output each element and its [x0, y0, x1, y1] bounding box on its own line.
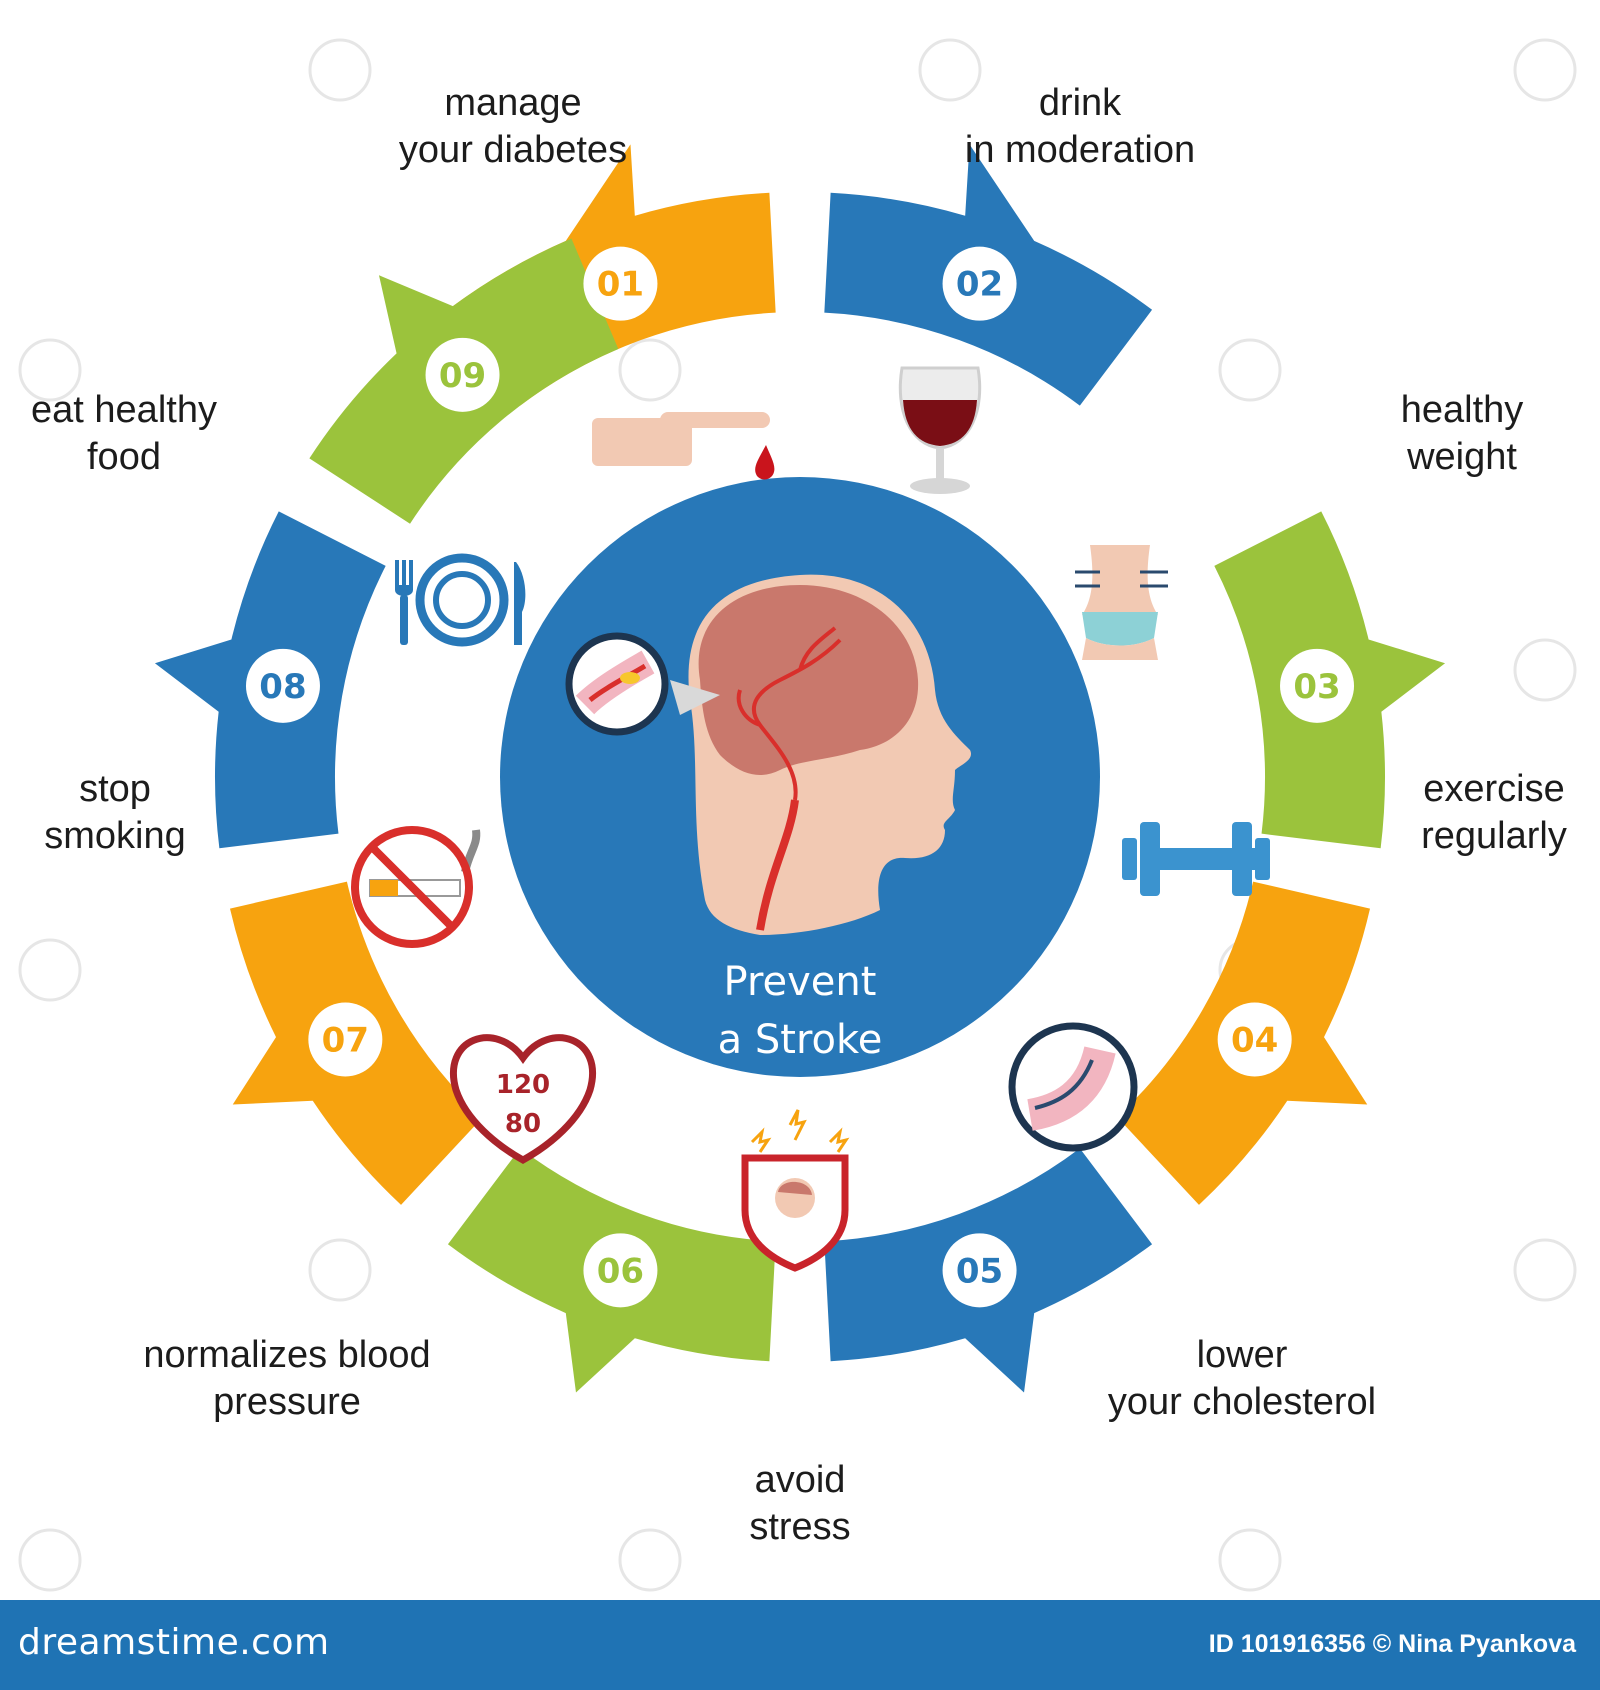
step-03-label-line-2: weight	[1407, 436, 1517, 478]
stress-shield-icon	[741, 1109, 850, 1272]
step-06-label-line-1: avoid	[754, 1459, 846, 1501]
step-02-label-line-1: drink	[1038, 82, 1122, 124]
step-05-label-line-1: lower	[1196, 1334, 1288, 1376]
step-02-caption: drink in moderation	[965, 80, 1195, 174]
slim-waist-icon	[1075, 545, 1168, 660]
step-02-number: 02	[956, 265, 1003, 305]
step-09-label-line-1: eat healthy	[31, 389, 217, 431]
blood-pressure-heart-icon: 120 80	[450, 1034, 596, 1165]
step-07-caption: normalizes blood pressure	[143, 1332, 430, 1426]
step-01-badge	[583, 246, 658, 321]
step-03-label-line-1: healthy	[1400, 389, 1524, 431]
step-05-label-line-2: your cholesterol	[1107, 1381, 1377, 1423]
step-02-label-line-2: in moderation	[964, 129, 1196, 171]
step-09-badge	[425, 337, 500, 412]
dumbbell-icon	[1122, 822, 1270, 896]
step-01-label-line-2: your diabetes	[398, 129, 628, 171]
step-08-badge	[245, 648, 320, 723]
systolic-value: 120	[496, 1070, 550, 1100]
step-09-number: 09	[439, 356, 486, 396]
finger-prick-blood-drop-icon	[592, 412, 775, 480]
step-03-number: 03	[1293, 667, 1340, 707]
step-03-caption: healthy weight	[1401, 387, 1524, 481]
step-01-number: 01	[597, 265, 644, 305]
center-title-line-1: Prevent	[724, 959, 877, 1005]
step-07-label-line-1: normalizes blood	[143, 1334, 431, 1376]
step-04-label-line-1: exercise	[1423, 768, 1565, 810]
clear-artery-icon	[1008, 1022, 1138, 1152]
plate-cutlery-icon	[395, 553, 526, 647]
no-smoking-icon	[351, 826, 481, 948]
wine-glass-icon	[898, 366, 982, 494]
step-badges: 01 02 03 04 05 06 07 08 09	[245, 246, 1355, 1308]
center-title-line-2: a Stroke	[718, 1017, 883, 1063]
step-03-badge	[1280, 648, 1355, 723]
step-09-label-line-2: food	[87, 436, 161, 478]
step-08-number: 08	[259, 667, 306, 707]
diastolic-value: 80	[505, 1109, 541, 1139]
step-08-label-line-1: stop	[79, 768, 151, 810]
step-04-badge	[1217, 1002, 1292, 1077]
footer-logo: dreamstime.com	[18, 1622, 330, 1663]
step-09-caption: eat healthy food	[31, 387, 217, 481]
step-07-label-line-2: pressure	[213, 1381, 361, 1423]
step-05-number: 05	[956, 1251, 1003, 1291]
step-08-caption: stop smoking	[44, 766, 186, 860]
step-02-badge	[942, 246, 1017, 321]
step-05-badge	[942, 1233, 1017, 1308]
step-04-caption: exercise regularly	[1421, 766, 1567, 860]
footer-image-credit: ID 101916356 © Nina Pyankova	[1208, 1630, 1576, 1658]
step-08-label-line-2: smoking	[44, 815, 186, 857]
artery-magnifier-icon	[565, 632, 720, 736]
step-01-caption: manage your diabetes	[399, 80, 627, 174]
step-04-number: 04	[1231, 1021, 1278, 1061]
step-01-label-line-1: manage	[444, 82, 582, 124]
step-06-badge	[583, 1233, 658, 1308]
step-06-caption: avoid stress	[749, 1457, 850, 1551]
step-07-number: 07	[322, 1021, 369, 1061]
footer-bar: dreamstime.com ID 101916356 © Nina Pyank…	[0, 1600, 1600, 1690]
step-06-label-line-2: stress	[749, 1506, 851, 1548]
step-05-caption: lower your cholesterol	[1108, 1332, 1376, 1426]
step-07-badge	[308, 1002, 383, 1077]
step-04-label-line-2: regularly	[1421, 815, 1567, 857]
head-brain-icon	[688, 574, 972, 935]
step-06-number: 06	[597, 1251, 644, 1291]
